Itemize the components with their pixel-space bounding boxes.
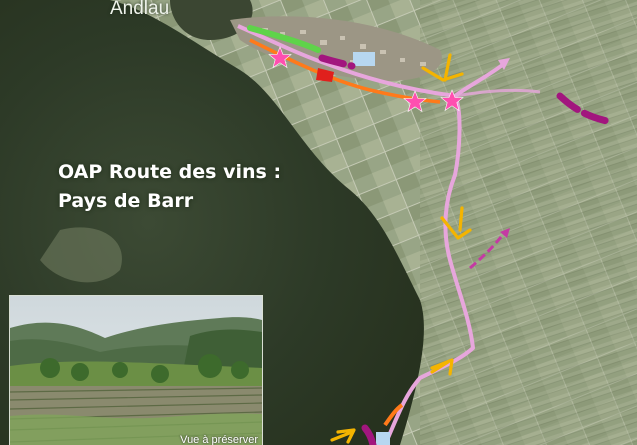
- magenta-dash-branch[interactable]: [469, 231, 507, 270]
- viewpoint-arrow-icon[interactable]: [421, 53, 464, 82]
- forest-patch: [170, 0, 253, 40]
- branch-arrow-tip: [500, 228, 510, 238]
- star-icon[interactable]: [268, 46, 292, 69]
- inset-caption: Vue à préserver: [180, 434, 258, 445]
- route-arrow-tip: [498, 58, 510, 70]
- town-label-andlau: Andlau: [110, 0, 170, 19]
- viewpoint-arrow-icon[interactable]: [430, 358, 454, 376]
- red-block[interactable]: [316, 68, 334, 82]
- star-icon[interactable]: [440, 89, 464, 112]
- clearing: [40, 227, 122, 283]
- landscape-photo: [10, 296, 262, 445]
- map-title: OAP Route des vins : Pays de Barr: [58, 158, 281, 216]
- star-icon[interactable]: [403, 90, 427, 113]
- route-branch-east[interactable]: [454, 88, 541, 98]
- map-title-line-2: Pays de Barr: [58, 190, 194, 212]
- vineyard-slopes: [420, 0, 637, 445]
- blue-block-south[interactable]: [376, 432, 390, 445]
- blue-block[interactable]: [353, 52, 375, 66]
- viewpoint-arrow-icon[interactable]: [440, 206, 472, 240]
- magenta-dashes[interactable]: [318, 54, 616, 445]
- green-segment[interactable]: [247, 25, 321, 53]
- viewpoint-arrow-icon[interactable]: [330, 428, 356, 444]
- route-branch-north[interactable]: [453, 61, 507, 98]
- inset-photo[interactable]: Vue à préserver: [9, 295, 263, 445]
- orange-segment-south[interactable]: [383, 403, 404, 427]
- map-title-line-1: OAP Route des vins :: [58, 161, 282, 183]
